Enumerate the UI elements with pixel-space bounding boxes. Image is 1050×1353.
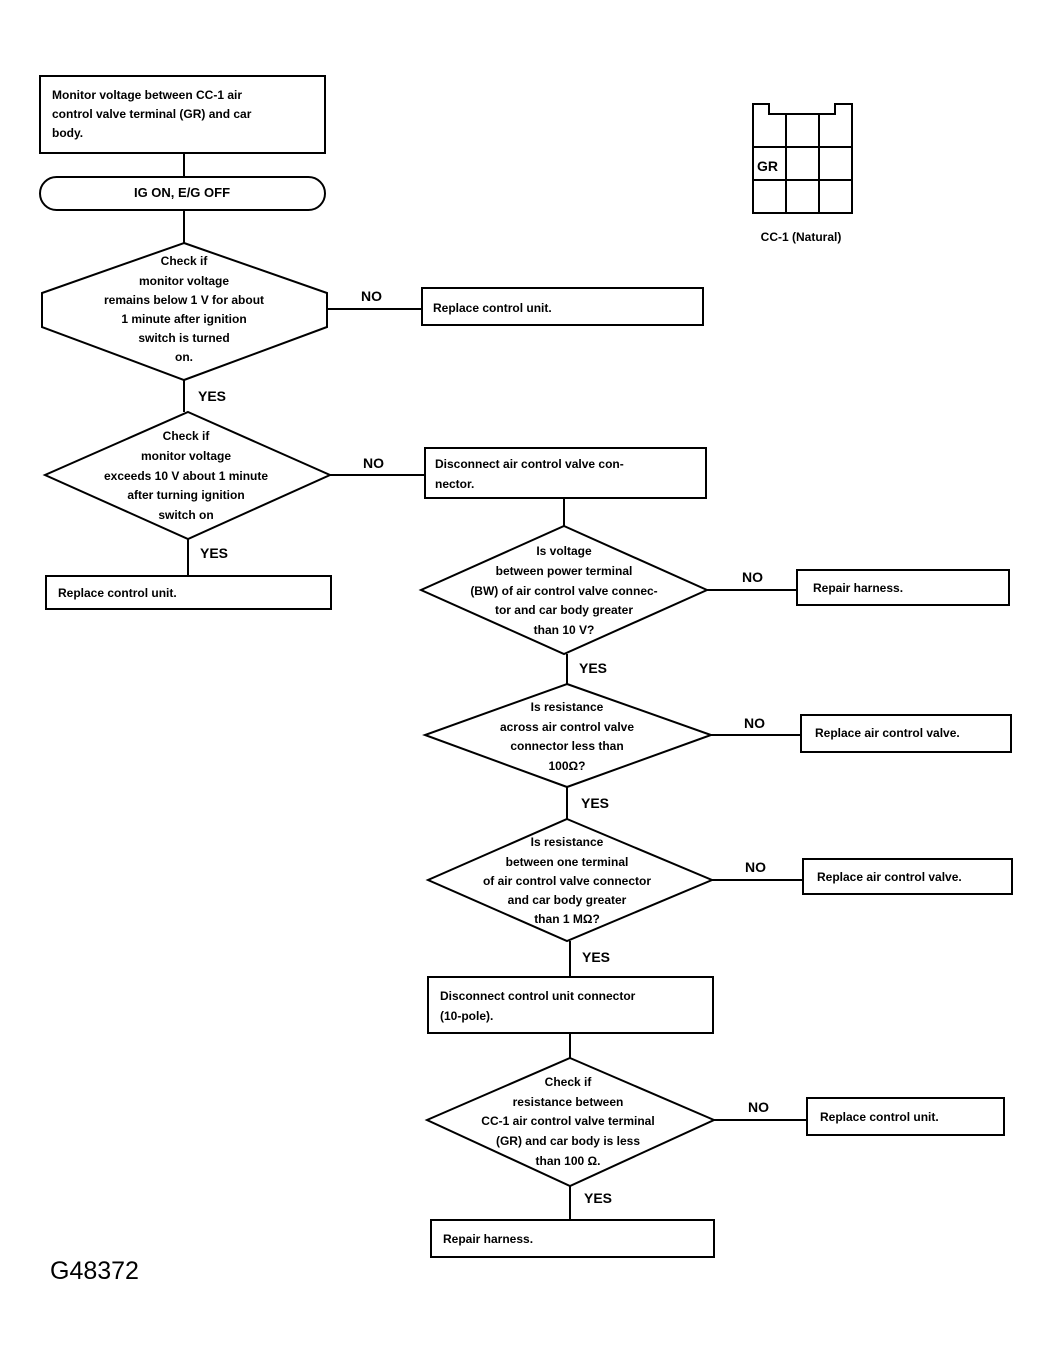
branch-labels: NO YES NO YES NO YES NO YES NO YES NO YE… [198,288,769,1206]
decision-4-line-3: connector less than [510,739,623,753]
decision-6-line-2: resistance between [513,1095,624,1109]
decision-4: Is resistance across air control valve c… [422,682,714,789]
decision-2-line-5: switch on [158,508,213,522]
yes-label-d3: YES [579,660,607,676]
no-label-d6: NO [748,1099,769,1115]
yes-label-d5: YES [582,949,610,965]
decision-6: Check if resistance between CC-1 air con… [424,1056,717,1188]
decision-2-line-3: exceeds 10 V about 1 minute [104,469,268,483]
decision-4-line-1: Is resistance [531,700,604,714]
yes-label-d6: YES [584,1190,612,1206]
decision-2-line-4: after turning ignition [127,488,244,502]
yes-label-d4: YES [581,795,609,811]
decision-6-line-5: than 100 Ω. [536,1154,601,1168]
disconnect-cu-line-1: Disconnect control unit connector [440,989,636,1003]
d6-no-action: Replace control unit. [806,1097,1005,1136]
decision-1-line-4: 1 minute after ignition [121,312,246,326]
decision-3-line-4: tor and car body greater [495,603,633,617]
start-box: Monitor voltage between CC-1 air control… [39,75,326,154]
decision-5-line-4: and car body greater [508,893,627,907]
d1-no-action: Replace control unit. [421,287,704,326]
decision-1-line-2: monitor voltage [139,274,229,288]
decision-1-line-1: Check if [161,254,209,268]
flow-connectors [183,153,807,1220]
connector-caption: CC-1 (Natural) [761,230,842,244]
d4-no-action-text: Replace air control valve. [815,726,960,740]
d4-no-action: Replace air control valve. [800,714,1012,753]
d3-no-action-text: Repair harness. [813,581,903,595]
disconnect-control-unit-box: Disconnect control unit connector (10-po… [427,976,714,1034]
d3-no-action: Repair harness. [796,569,1010,606]
decision-5: Is resistance between one terminal of ai… [425,817,715,943]
decision-3: Is voltage between power terminal (BW) o… [418,524,710,656]
condition-terminator: IG ON, E/G OFF [39,176,326,211]
decision-5-line-3: of air control valve connector [483,874,651,888]
start-box-line-1: Monitor voltage between CC-1 air [52,88,242,102]
d5-no-action-text: Replace air control valve. [817,870,962,884]
no-label-d2: NO [363,455,384,471]
decision-1-line-6: on. [175,350,193,364]
d5-no-action: Replace air control valve. [802,858,1013,895]
decision-5-line-5: than 1 MΩ? [534,912,600,926]
d2-no-action: Disconnect air control valve con- nector… [424,447,707,499]
decision-6-line-3: CC-1 air control valve terminal [481,1114,654,1128]
start-box-line-2: control valve terminal (GR) and car [52,107,252,121]
d2-no-action-line-2: nector. [435,477,474,491]
no-label-d4: NO [744,715,765,731]
d2-yes-action: Replace control unit. [45,575,332,610]
decision-1-line-3: remains below 1 V for about [104,293,264,307]
decision-4-line-4: 100Ω? [549,759,586,773]
decision-2: Check if monitor voltage exceeds 10 V ab… [42,410,333,541]
d1-no-action-text: Replace control unit. [433,301,552,315]
connector-diagram: GR CC-1 (Natural) [752,103,853,244]
d6-no-action-text: Replace control unit. [820,1110,939,1124]
decision-3-line-1: Is voltage [536,544,592,558]
connector-terminal-label: GR [757,158,778,174]
decision-5-line-2: between one terminal [506,855,629,869]
decision-4-line-2: across air control valve [500,720,634,734]
decision-5-line-1: Is resistance [531,835,604,849]
yes-label-d2: YES [200,545,228,561]
no-label-d5: NO [745,859,766,875]
decision-3-line-5: than 10 V? [534,623,595,637]
decision-2-line-1: Check if [163,429,211,443]
decision-3-line-2: between power terminal [496,564,633,578]
figure-code: G48372 [50,1257,139,1285]
no-label-d1: NO [361,288,382,304]
d2-no-action-line-1: Disconnect air control valve con- [435,457,624,471]
decision-6-line-4: (GR) and car body is less [496,1134,640,1148]
d6-yes-action: Repair harness. [430,1219,715,1258]
start-box-line-3: body. [52,126,83,140]
decision-1: Check if monitor voltage remains below 1… [41,241,328,382]
condition-text: IG ON, E/G OFF [134,185,230,200]
decision-6-line-1: Check if [545,1075,593,1089]
d2-yes-action-text: Replace control unit. [58,586,177,600]
d6-yes-action-text: Repair harness. [443,1232,533,1246]
decision-1-line-5: switch is turned [138,331,229,345]
decision-3-line-3: (BW) of air control valve connec- [470,584,657,598]
yes-label-d1: YES [198,388,226,404]
no-label-d3: NO [742,569,763,585]
decision-2-line-2: monitor voltage [141,449,231,463]
disconnect-cu-line-2: (10-pole). [440,1009,493,1023]
